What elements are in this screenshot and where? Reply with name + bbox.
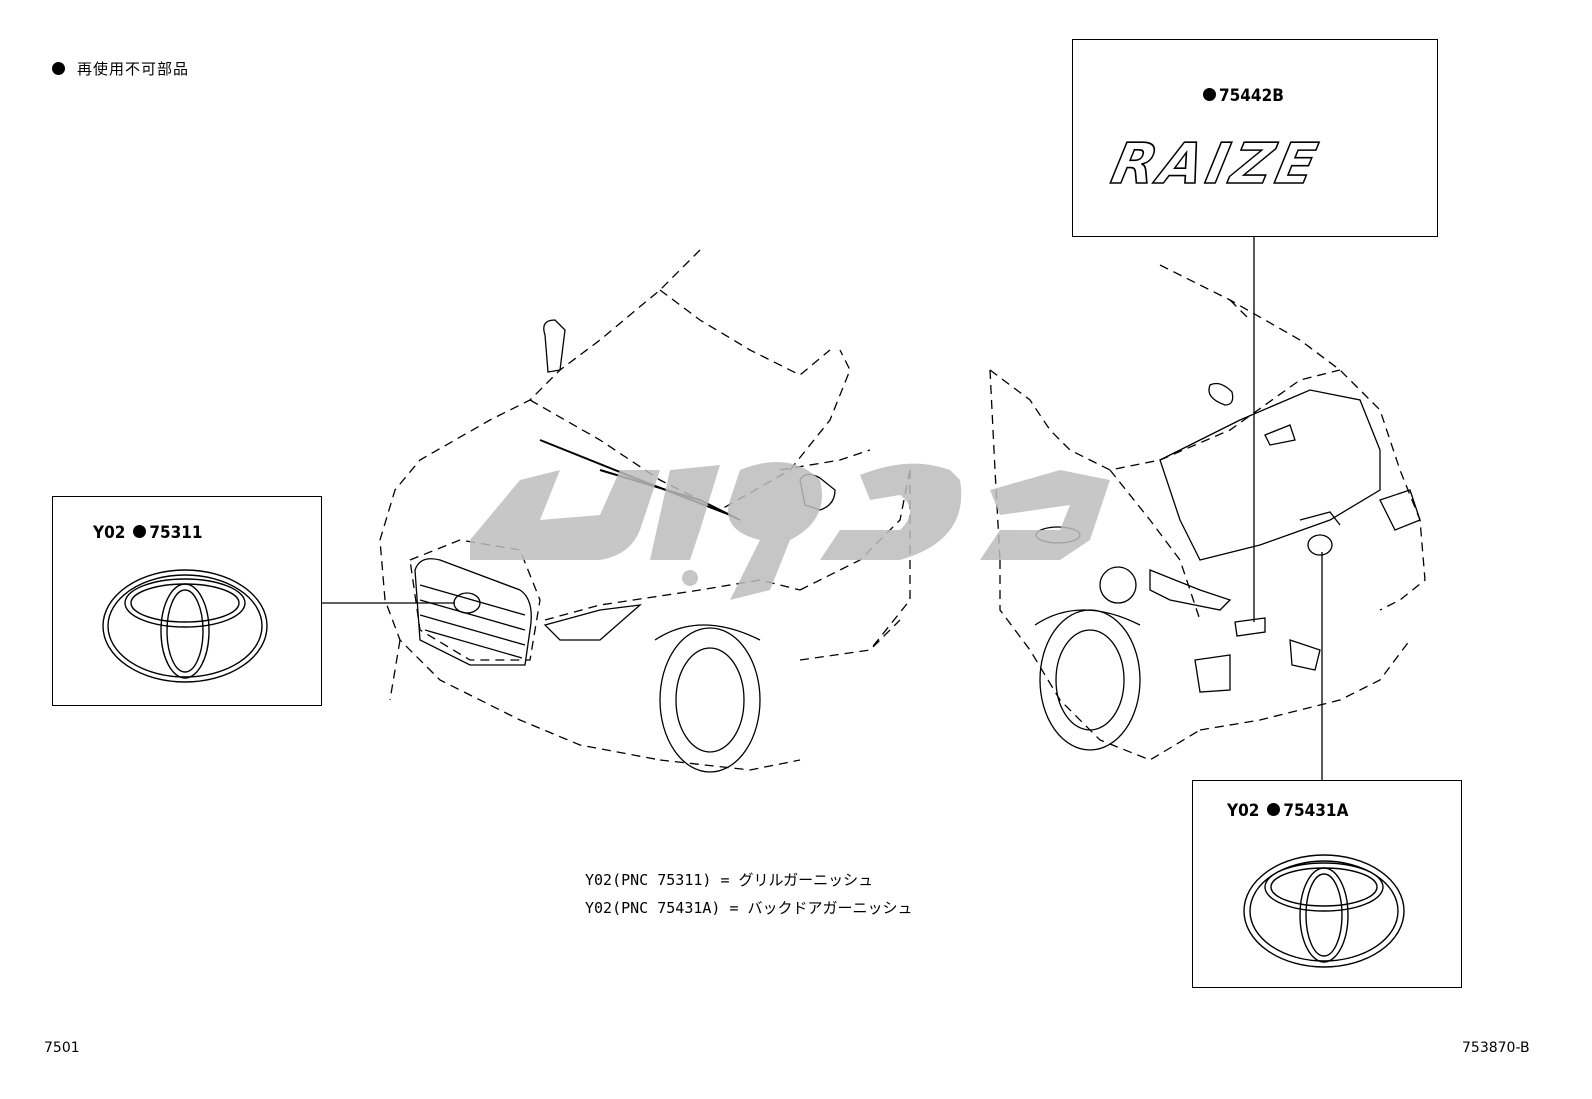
footer-left-code: 7501 bbox=[44, 1040, 80, 1056]
rear-emblem-callout[interactable]: Y02 75431A bbox=[1227, 801, 1348, 821]
rear-emblem-part-number: 75431A bbox=[1283, 801, 1349, 821]
rear-car-details bbox=[1034, 382, 1421, 751]
toyota-logo-icon bbox=[1243, 854, 1405, 968]
watermark bbox=[470, 462, 1110, 600]
rear-emblem-variant: Y02 bbox=[1227, 801, 1260, 821]
note-rear: Y02(PNC 75431A) = バックドアガーニッシュ bbox=[585, 899, 913, 917]
raize-badge-text: RAIZE bbox=[1105, 131, 1327, 198]
non-reusable-bullet-icon bbox=[133, 525, 147, 538]
rear-car-outline bbox=[989, 264, 1426, 761]
name-badge-callout[interactable]: 75442B bbox=[1203, 86, 1284, 106]
legend: 再使用不可部品 bbox=[52, 58, 189, 79]
non-reusable-bullet-icon bbox=[1203, 88, 1216, 101]
front-emblem-part-number: 75311 bbox=[149, 523, 203, 543]
front-emblem-variant: Y02 bbox=[93, 523, 126, 543]
non-reusable-bullet-icon bbox=[1267, 803, 1281, 816]
name-badge-part-number: 75442B bbox=[1219, 86, 1284, 106]
leader-lines bbox=[183, 108, 1324, 854]
rear-emblem-box: Y02 75431A bbox=[1192, 780, 1462, 988]
legend-label: 再使用不可部品 bbox=[77, 60, 190, 78]
footer-right-code: 753870-B bbox=[1462, 1040, 1530, 1056]
note-front: Y02(PNC 75311) = グリルガーニッシュ bbox=[585, 871, 874, 889]
front-emblem-callout[interactable]: Y02 75311 bbox=[93, 523, 203, 543]
toyota-logo-icon bbox=[102, 569, 268, 683]
front-emblem-box: Y02 75311 bbox=[52, 496, 322, 706]
name-badge-box: 75442B RAIZE bbox=[1072, 39, 1438, 237]
bullet-icon bbox=[52, 62, 65, 75]
